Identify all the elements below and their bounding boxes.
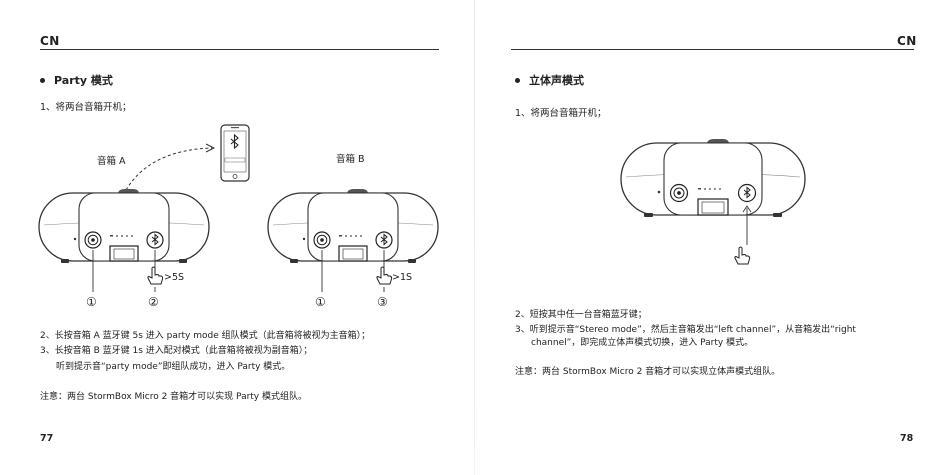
- page-number: 77: [40, 433, 54, 444]
- page-left: CN Party 模式 1、将两台音箱开机； 音箱 A 音箱 B: [38, 34, 439, 444]
- section-title: 立体声模式: [515, 72, 584, 88]
- step-3-continued: 听到提示音“party mode”即组队成功，进入 Party 模式。: [56, 362, 291, 372]
- note: 注意：两台 StormBox Micro 2 音箱才可以实现 Party 模式组…: [40, 392, 307, 402]
- header-rule: [511, 49, 914, 50]
- press-indicator: [734, 205, 752, 265]
- step-1: 1、将两台音箱开机；: [515, 108, 607, 119]
- section-title: Party 模式: [40, 72, 113, 88]
- note: 注意：两台 StormBox Micro 2 音箱才可以实现立体声模式组队。: [515, 367, 781, 377]
- page-number: 78: [900, 433, 914, 444]
- hand-press-icon: [376, 266, 393, 285]
- press-duration-b: >1S: [392, 272, 413, 283]
- section-title-text: Party 模式: [54, 74, 113, 87]
- callout-marker-2: ②: [148, 295, 159, 309]
- callout-marker-1: ①: [315, 295, 326, 309]
- step-2: 2、长按音箱 A 蓝牙键 5s 进入 party mode 组队模式（此音箱将被…: [40, 331, 371, 341]
- speaker-b-label: 音箱 B: [336, 154, 365, 165]
- callout-lines: [92, 250, 385, 292]
- language-header: CN: [40, 34, 60, 48]
- page-right: CN 立体声模式 1、将两台音箱开机；: [475, 0, 950, 475]
- bullet-icon: [40, 77, 45, 83]
- step-3: 3、听到提示音“Stereo mode”，然后主音箱发出“left channe…: [515, 325, 856, 335]
- section-title-text: 立体声模式: [529, 74, 584, 87]
- hand-press-icon: [147, 266, 164, 285]
- callout-marker-3: ③: [377, 295, 388, 309]
- speaker-illustration: [620, 139, 806, 217]
- speaker-b-illustration: [267, 189, 439, 263]
- step-1: 1、将两台音箱开机；: [40, 102, 132, 113]
- speaker-a-illustration: [38, 189, 210, 263]
- header-rule: [40, 49, 439, 50]
- callout-marker-1: ①: [86, 295, 97, 309]
- pairing-arrow: [125, 143, 216, 191]
- press-duration-a: >5S: [164, 272, 185, 283]
- phone-icon: [220, 124, 250, 182]
- hand-press-icon: [734, 246, 751, 265]
- step-3: 3、长按音箱 B 蓝牙键 1s 进入配对模式（此音箱将被视为副音箱）；: [40, 346, 313, 356]
- bullet-icon: [515, 77, 520, 83]
- language-header: CN: [897, 34, 917, 48]
- step-3-continued: channel”，即完成立体声模式切换，进入 Party 模式。: [531, 338, 754, 348]
- speaker-a-label: 音箱 A: [97, 156, 126, 167]
- step-2: 2、短按其中任一台音箱蓝牙键；: [515, 310, 647, 320]
